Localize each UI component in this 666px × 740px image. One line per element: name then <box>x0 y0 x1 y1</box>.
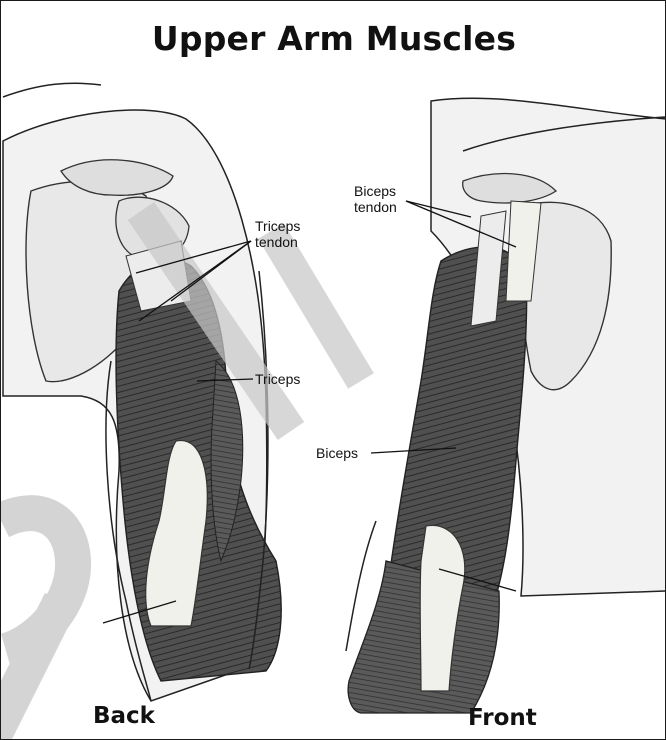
label-triceps-tendon-line1: Triceps <box>255 218 300 234</box>
view-label-front: Front <box>468 705 537 731</box>
label-triceps-tendon-line2: tendon <box>255 234 300 250</box>
label-biceps-tendon-line2: tendon <box>354 199 397 215</box>
label-biceps: Biceps <box>316 445 358 461</box>
label-biceps-tendon: Biceps tendon <box>354 183 397 215</box>
diagram-title: Upper Arm Muscles <box>1 19 666 58</box>
view-label-back: Back <box>93 703 155 729</box>
label-biceps-tendon-line1: Biceps <box>354 183 397 199</box>
label-triceps-tendon: Triceps tendon <box>255 218 300 250</box>
label-triceps: Triceps <box>255 371 300 387</box>
